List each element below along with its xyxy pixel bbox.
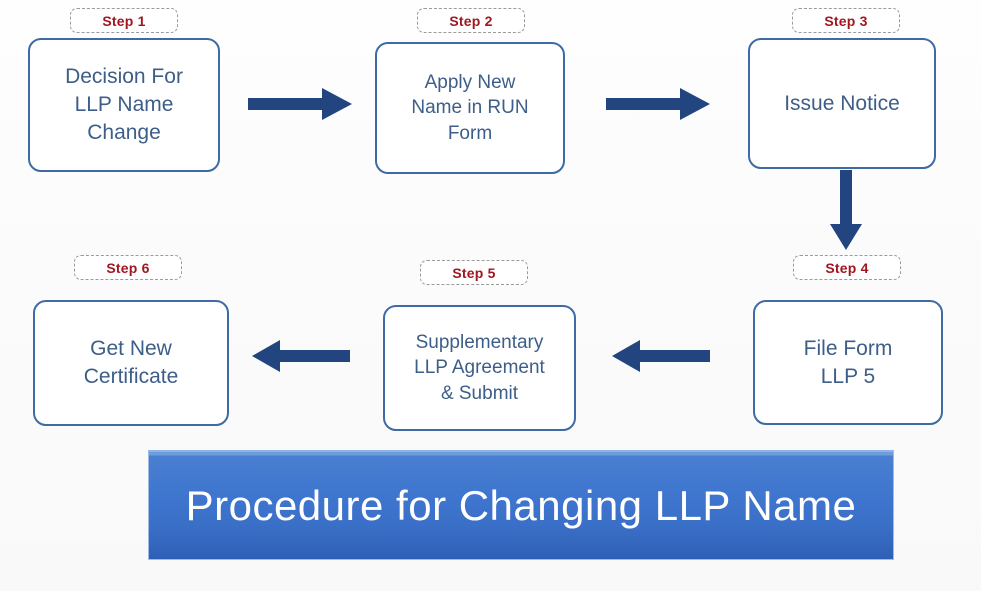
node-line: LLP Name xyxy=(74,93,174,117)
node-text-step-2: Apply New Name in RUN Form xyxy=(411,70,528,146)
node-box-step-1[interactable]: Decision For LLP Name Change xyxy=(28,38,220,172)
node-line: Issue Notice xyxy=(784,91,900,115)
node-text-step-4: File Form LLP 5 xyxy=(804,335,893,391)
node-text-step-6: Get New Certificate xyxy=(84,335,179,391)
title-banner: Procedure for Changing LLP Name xyxy=(148,450,894,560)
node-line: Get New xyxy=(90,337,172,361)
diagram-title: Procedure for Changing LLP Name xyxy=(185,481,857,529)
node-box-step-4[interactable]: File Form LLP 5 xyxy=(753,300,943,425)
node-line: Decision For xyxy=(65,65,183,89)
step-label-1: Step 1 xyxy=(70,8,178,33)
node-line: Apply New xyxy=(424,72,516,94)
arrow-step3-to-step4 xyxy=(828,170,864,252)
node-line: Change xyxy=(87,120,161,144)
step-label-5: Step 5 xyxy=(420,260,528,285)
arrow-step4-to-step5 xyxy=(612,338,712,374)
node-line: Certificate xyxy=(83,365,179,388)
node-line: LLP Agreement xyxy=(414,357,545,379)
step-label-2: Step 2 xyxy=(417,8,525,33)
step-label-3: Step 3 xyxy=(792,8,900,33)
node-line: File Form xyxy=(803,336,893,360)
node-box-step-3[interactable]: Issue Notice xyxy=(748,38,936,169)
node-line: Form xyxy=(447,122,493,144)
node-line: Supplementary xyxy=(415,332,544,354)
arrow-step2-to-step3 xyxy=(606,86,712,122)
step-label-6: Step 6 xyxy=(74,255,182,280)
node-box-step-2[interactable]: Apply New Name in RUN Form xyxy=(375,42,565,174)
arrow-step1-to-step2 xyxy=(248,86,354,122)
step-label-4: Step 4 xyxy=(793,255,901,280)
node-text-step-1: Decision For LLP Name Change xyxy=(65,63,183,147)
node-text-step-3: Issue Notice xyxy=(784,90,900,118)
node-line: LLP 5 xyxy=(820,364,876,388)
node-line: Name in RUN xyxy=(411,97,529,119)
arrow-step5-to-step6 xyxy=(252,338,352,374)
node-box-step-5[interactable]: Supplementary LLP Agreement & Submit xyxy=(383,305,576,431)
node-line: & Submit xyxy=(440,382,519,404)
node-box-step-6[interactable]: Get New Certificate xyxy=(33,300,229,426)
node-text-step-5: Supplementary LLP Agreement & Submit xyxy=(414,330,545,406)
